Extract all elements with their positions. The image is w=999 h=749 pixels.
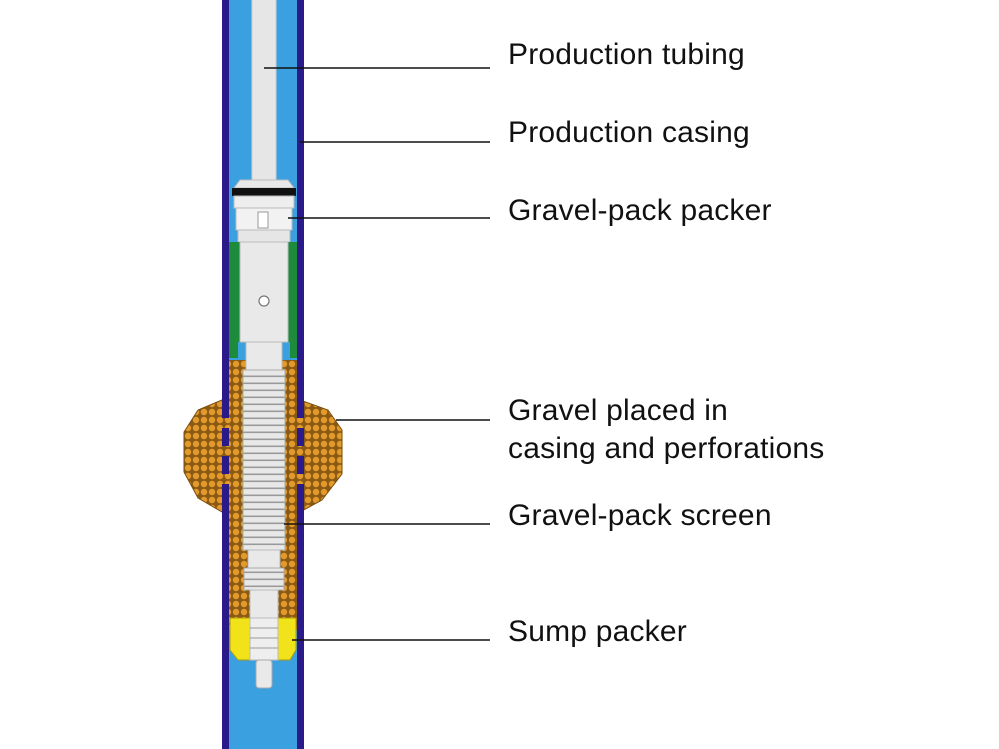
label-gravel-placed-line1: Gravel placed in <box>508 394 728 427</box>
label-production-casing: Production casing <box>508 116 750 149</box>
label-gravel-placed-line2: casing and perforations <box>508 432 825 465</box>
label-gravel-pack-packer: Gravel-pack packer <box>508 194 772 227</box>
gravel-pack-screen <box>242 369 286 551</box>
label-sump-packer: Sump packer <box>508 615 687 648</box>
leader-lines <box>264 67 490 641</box>
production-tubing <box>252 0 276 180</box>
perforation-tunnels <box>222 418 304 484</box>
label-gravel-pack-screen: Gravel-pack screen <box>508 499 772 532</box>
label-production-tubing: Production tubing <box>508 38 745 71</box>
gravel-pack-packer <box>232 179 296 243</box>
sump-packer <box>229 617 297 689</box>
